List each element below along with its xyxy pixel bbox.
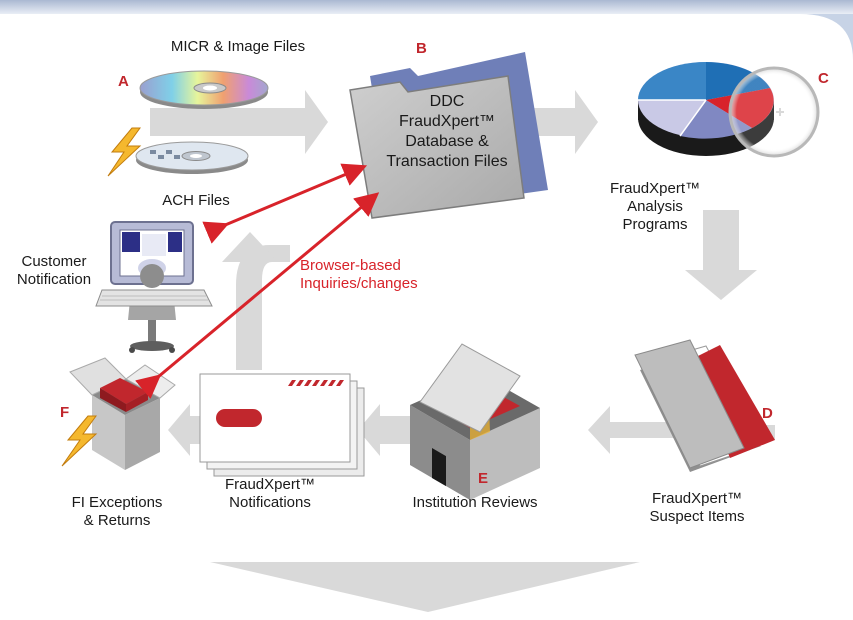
flow-arrow-b-to-c	[500, 90, 598, 154]
analysis-programs-label: FraudXpert™ Analysis Programs	[609, 180, 701, 233]
flow-arrow-e-to-notifications	[358, 404, 415, 456]
summary-arrow-down	[210, 562, 640, 612]
fi-exceptions-label: FI Exceptions & Returns	[71, 494, 163, 529]
browser-link-arrow-customer	[202, 163, 368, 244]
micr-image-files-label: MICR & Image Files	[170, 38, 306, 55]
flow-arrow-c-to-d	[685, 210, 757, 300]
exceptions-lightning-bolt-icon	[61, 415, 98, 467]
top-band-curve	[800, 14, 853, 60]
institution-reviews-label: Institution Reviews	[412, 494, 538, 511]
step-f-letter: F	[60, 404, 70, 421]
ddc-database-folder-icon	[349, 52, 548, 219]
ddc-database-label: DDC FraudXpert™ Database & Transaction F…	[386, 93, 508, 170]
step-e-letter: E	[478, 470, 489, 487]
customer-computer-icon	[95, 221, 213, 353]
browser-link-arrow-exceptions	[135, 192, 380, 399]
ach-files-label: ACH Files	[162, 192, 230, 209]
notifications-label: FraudXpert™ Notifications	[224, 476, 316, 511]
institution-review-box-icon	[410, 343, 540, 500]
step-b-letter: B	[416, 40, 427, 57]
suspect-items-folder-icon	[634, 339, 775, 472]
analysis-pie-chart-icon	[638, 62, 820, 158]
top-band	[0, 0, 853, 14]
step-c-letter: C	[818, 70, 829, 87]
flow-arrow-to-customer	[222, 232, 290, 370]
micr-image-disc-icon	[139, 70, 269, 109]
customer-notification-label: Customer Notification	[16, 253, 92, 288]
flow-arrow-a-to-b	[150, 90, 328, 154]
notifications-envelope-stack-icon	[199, 373, 365, 477]
ach-disc-icon	[135, 141, 249, 174]
step-a-letter: A	[118, 73, 129, 90]
browser-inquiries-label: Browser-based Inquiries/changes	[300, 257, 418, 292]
step-d-letter: D	[762, 405, 773, 422]
suspect-items-label: FraudXpert™ Suspect Items	[649, 490, 745, 525]
magnifier-lens-icon	[728, 66, 820, 158]
lightning-bolt-icon	[107, 127, 142, 177]
